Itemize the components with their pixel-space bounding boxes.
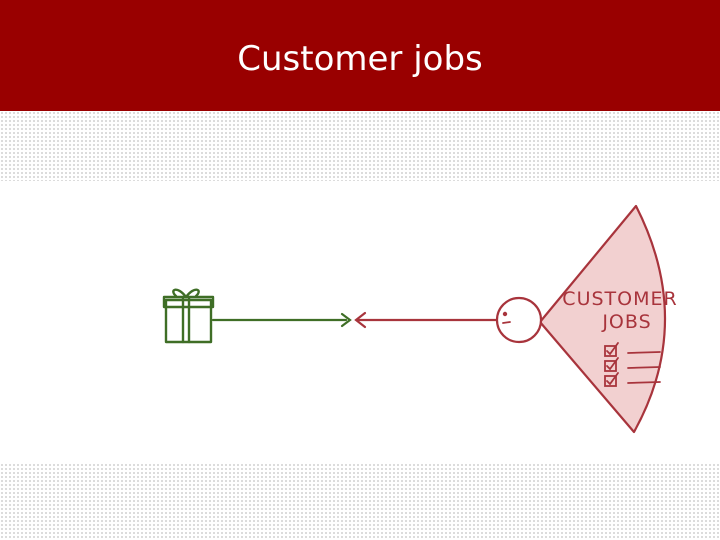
customer-face-icon [495,296,543,344]
fan-label-jobs: JOBS [601,311,651,333]
dotted-band-top [0,111,720,181]
gift-icon [162,288,215,344]
customer-arrow [354,311,500,329]
dotted-band-bottom [0,463,720,540]
fan-label-customer: CUSTOMER [562,288,677,310]
customer-jobs-fan [538,204,667,434]
page-title: Customer jobs [237,39,483,79]
product-connector [211,312,352,328]
checklist-icon [604,342,661,387]
title-bar: Customer jobs [0,0,720,111]
